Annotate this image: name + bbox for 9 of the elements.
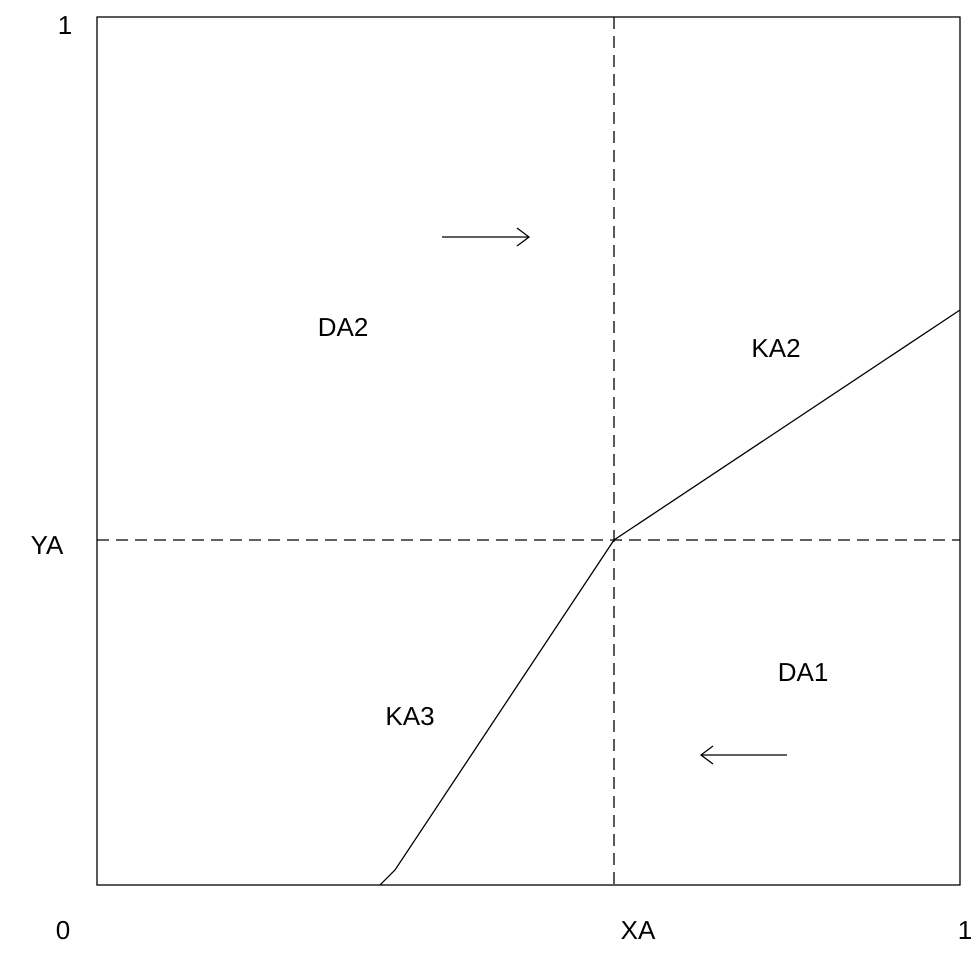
- axis-label: YA: [30, 530, 64, 560]
- axis-tick-label: 0: [56, 915, 70, 945]
- axis-label: XA: [620, 915, 656, 945]
- curve-label: KA2: [751, 333, 801, 363]
- curve-label: KA3: [385, 701, 435, 731]
- region-label: DA2: [318, 312, 368, 342]
- region-label: DA1: [778, 657, 828, 687]
- axis-tick-label: 1: [58, 10, 72, 40]
- axis-tick-label: 1: [958, 915, 972, 945]
